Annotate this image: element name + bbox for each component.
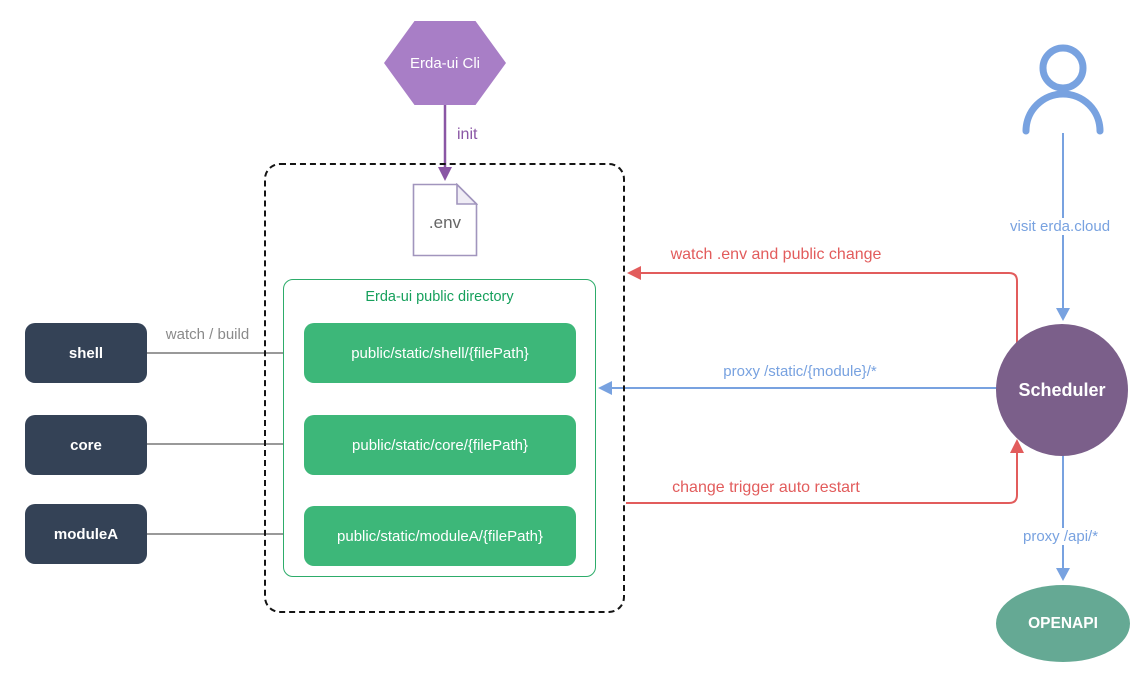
shell-label: shell [68,344,104,362]
edge-label-visit: visit erda.cloud [1007,218,1114,235]
env-file-label: .env [428,213,462,232]
openapi-label: OPENAPI [1028,614,1098,632]
node-erda-ui-cli: Erda-ui Cli [384,21,506,105]
project-dashed-container [264,163,625,613]
edge-label-proxy-api: proxy /api/* [1020,528,1102,545]
node-scheduler: Scheduler [996,324,1128,456]
edge-label-proxy-static: proxy /static/{module}/* [723,363,877,380]
user-icon [1022,44,1104,135]
public-static-core-label: public/static/core/{filePath} [352,436,528,454]
edge-watch-env [627,266,1018,346]
public-static-moduleA-label: public/static/moduleA/{filePath} [337,527,543,545]
node-moduleA: moduleA [25,504,147,564]
node-core: core [25,415,147,475]
public-static-shell-label: public/static/shell/{filePath} [351,344,529,362]
edge-label-init: init [457,126,478,143]
edge-label-watch-env: watch .env and public change [670,246,882,263]
node-public-static-shell: public/static/shell/{filePath} [304,323,576,383]
node-openapi: OPENAPI [996,585,1130,662]
scheduler-label: Scheduler [1018,379,1106,400]
edge-proxy-api [1056,450,1070,581]
node-public-static-moduleA: public/static/moduleA/{filePath} [304,506,576,566]
node-env-file: .env [412,182,479,257]
moduleA-label: moduleA [53,525,119,543]
node-shell: shell [25,323,147,383]
edge-proxy-static [598,381,1010,395]
public-directory-title: Erda-ui public directory [365,289,514,305]
edge-label-trigger-restart: change trigger auto restart [672,479,860,496]
node-public-static-core: public/static/core/{filePath} [304,415,576,475]
edge-label-watch-build: watch / build [165,326,250,343]
public-directory-container: Erda-ui public directory public/static/s… [283,279,596,577]
core-label: core [70,436,102,454]
file-icon [412,182,479,257]
erda-ui-cli-label: Erda-ui Cli [409,54,481,72]
